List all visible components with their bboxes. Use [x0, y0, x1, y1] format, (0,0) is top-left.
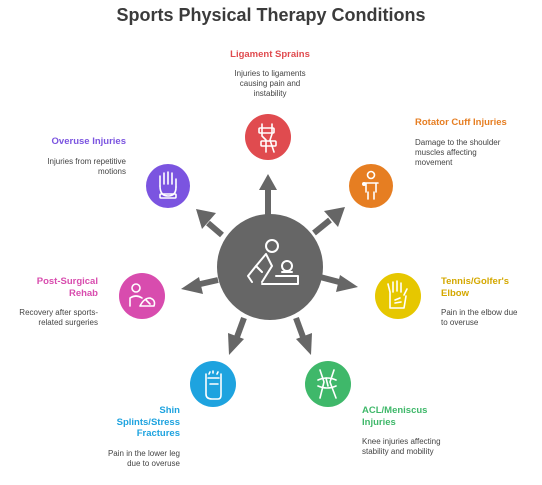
arrow-overuse [196, 209, 224, 238]
node-postsurgical [119, 273, 165, 319]
postsurgical-title: Post-Surgical Rehab [36, 276, 98, 299]
shoulder-person-icon [362, 170, 379, 200]
wrist-brace-icon [159, 171, 177, 199]
label-shin: Shin Splints/Stress Fractures Pain in th… [96, 405, 180, 469]
hub-node [217, 214, 323, 320]
rotator-title: Rotator Cuff Injuries [415, 117, 507, 128]
tennis-title: Tennis/Golfer's Elbow [441, 276, 510, 299]
node-overuse [146, 164, 190, 208]
therapist-patient-icon [247, 239, 299, 285]
label-tennis: Tennis/Golfer's Elbow Pain in the elbow … [441, 276, 523, 328]
label-rotator: Rotator Cuff Injuries Damage to the shou… [415, 117, 507, 168]
acl-title: ACL/Meniscus Injuries [362, 405, 428, 428]
acl-desc: Knee injuries affecting stability and mo… [362, 437, 441, 456]
arrows [181, 174, 358, 355]
shin-title: Shin Splints/Stress Fractures [116, 405, 180, 439]
ligament-desc: Injuries to ligaments causing pain and i… [234, 68, 306, 98]
node-acl [305, 361, 351, 407]
node-tennis [375, 273, 421, 319]
knee-joint-icon [317, 369, 337, 399]
label-overuse: Overuse Injuries Injuries from repetitiv… [40, 136, 126, 177]
hand-pain-icon [387, 280, 408, 309]
node-ligament [245, 114, 291, 160]
arrow-rotator [312, 207, 345, 236]
arrow-shin [228, 316, 247, 355]
arrow-tennis [319, 274, 358, 292]
node-rotator [349, 164, 393, 208]
label-postsurgical: Post-Surgical Rehab Recovery after sport… [18, 276, 98, 328]
shin-desc: Pain in the lower leg due to overuse [107, 448, 180, 468]
diagram-title: Sports Physical Therapy Conditions [116, 5, 426, 25]
postsurgical-desc: Recovery after sports-related surgeries [19, 308, 98, 327]
arrow-postsurgical [181, 277, 219, 294]
tennis-desc: Pain in the elbow due to overuse [441, 308, 518, 327]
bandaged-person-icon [129, 283, 156, 307]
node-shin [190, 361, 236, 407]
knee-brace-icon [258, 123, 277, 153]
overuse-title: Overuse Injuries [51, 136, 126, 147]
rotator-desc: Damage to the shoulder muscles affecting… [415, 137, 501, 167]
label-acl: ACL/Meniscus Injuries Knee injuries affe… [362, 405, 450, 457]
overuse-desc: Injuries from repetitive motions [47, 156, 126, 176]
arrow-ligament [259, 174, 277, 215]
foot-icon [205, 370, 222, 400]
label-ligament: Ligament Sprains Injuries to ligaments c… [224, 49, 316, 99]
ligament-title: Ligament Sprains [230, 49, 310, 60]
arrow-acl [293, 316, 312, 355]
